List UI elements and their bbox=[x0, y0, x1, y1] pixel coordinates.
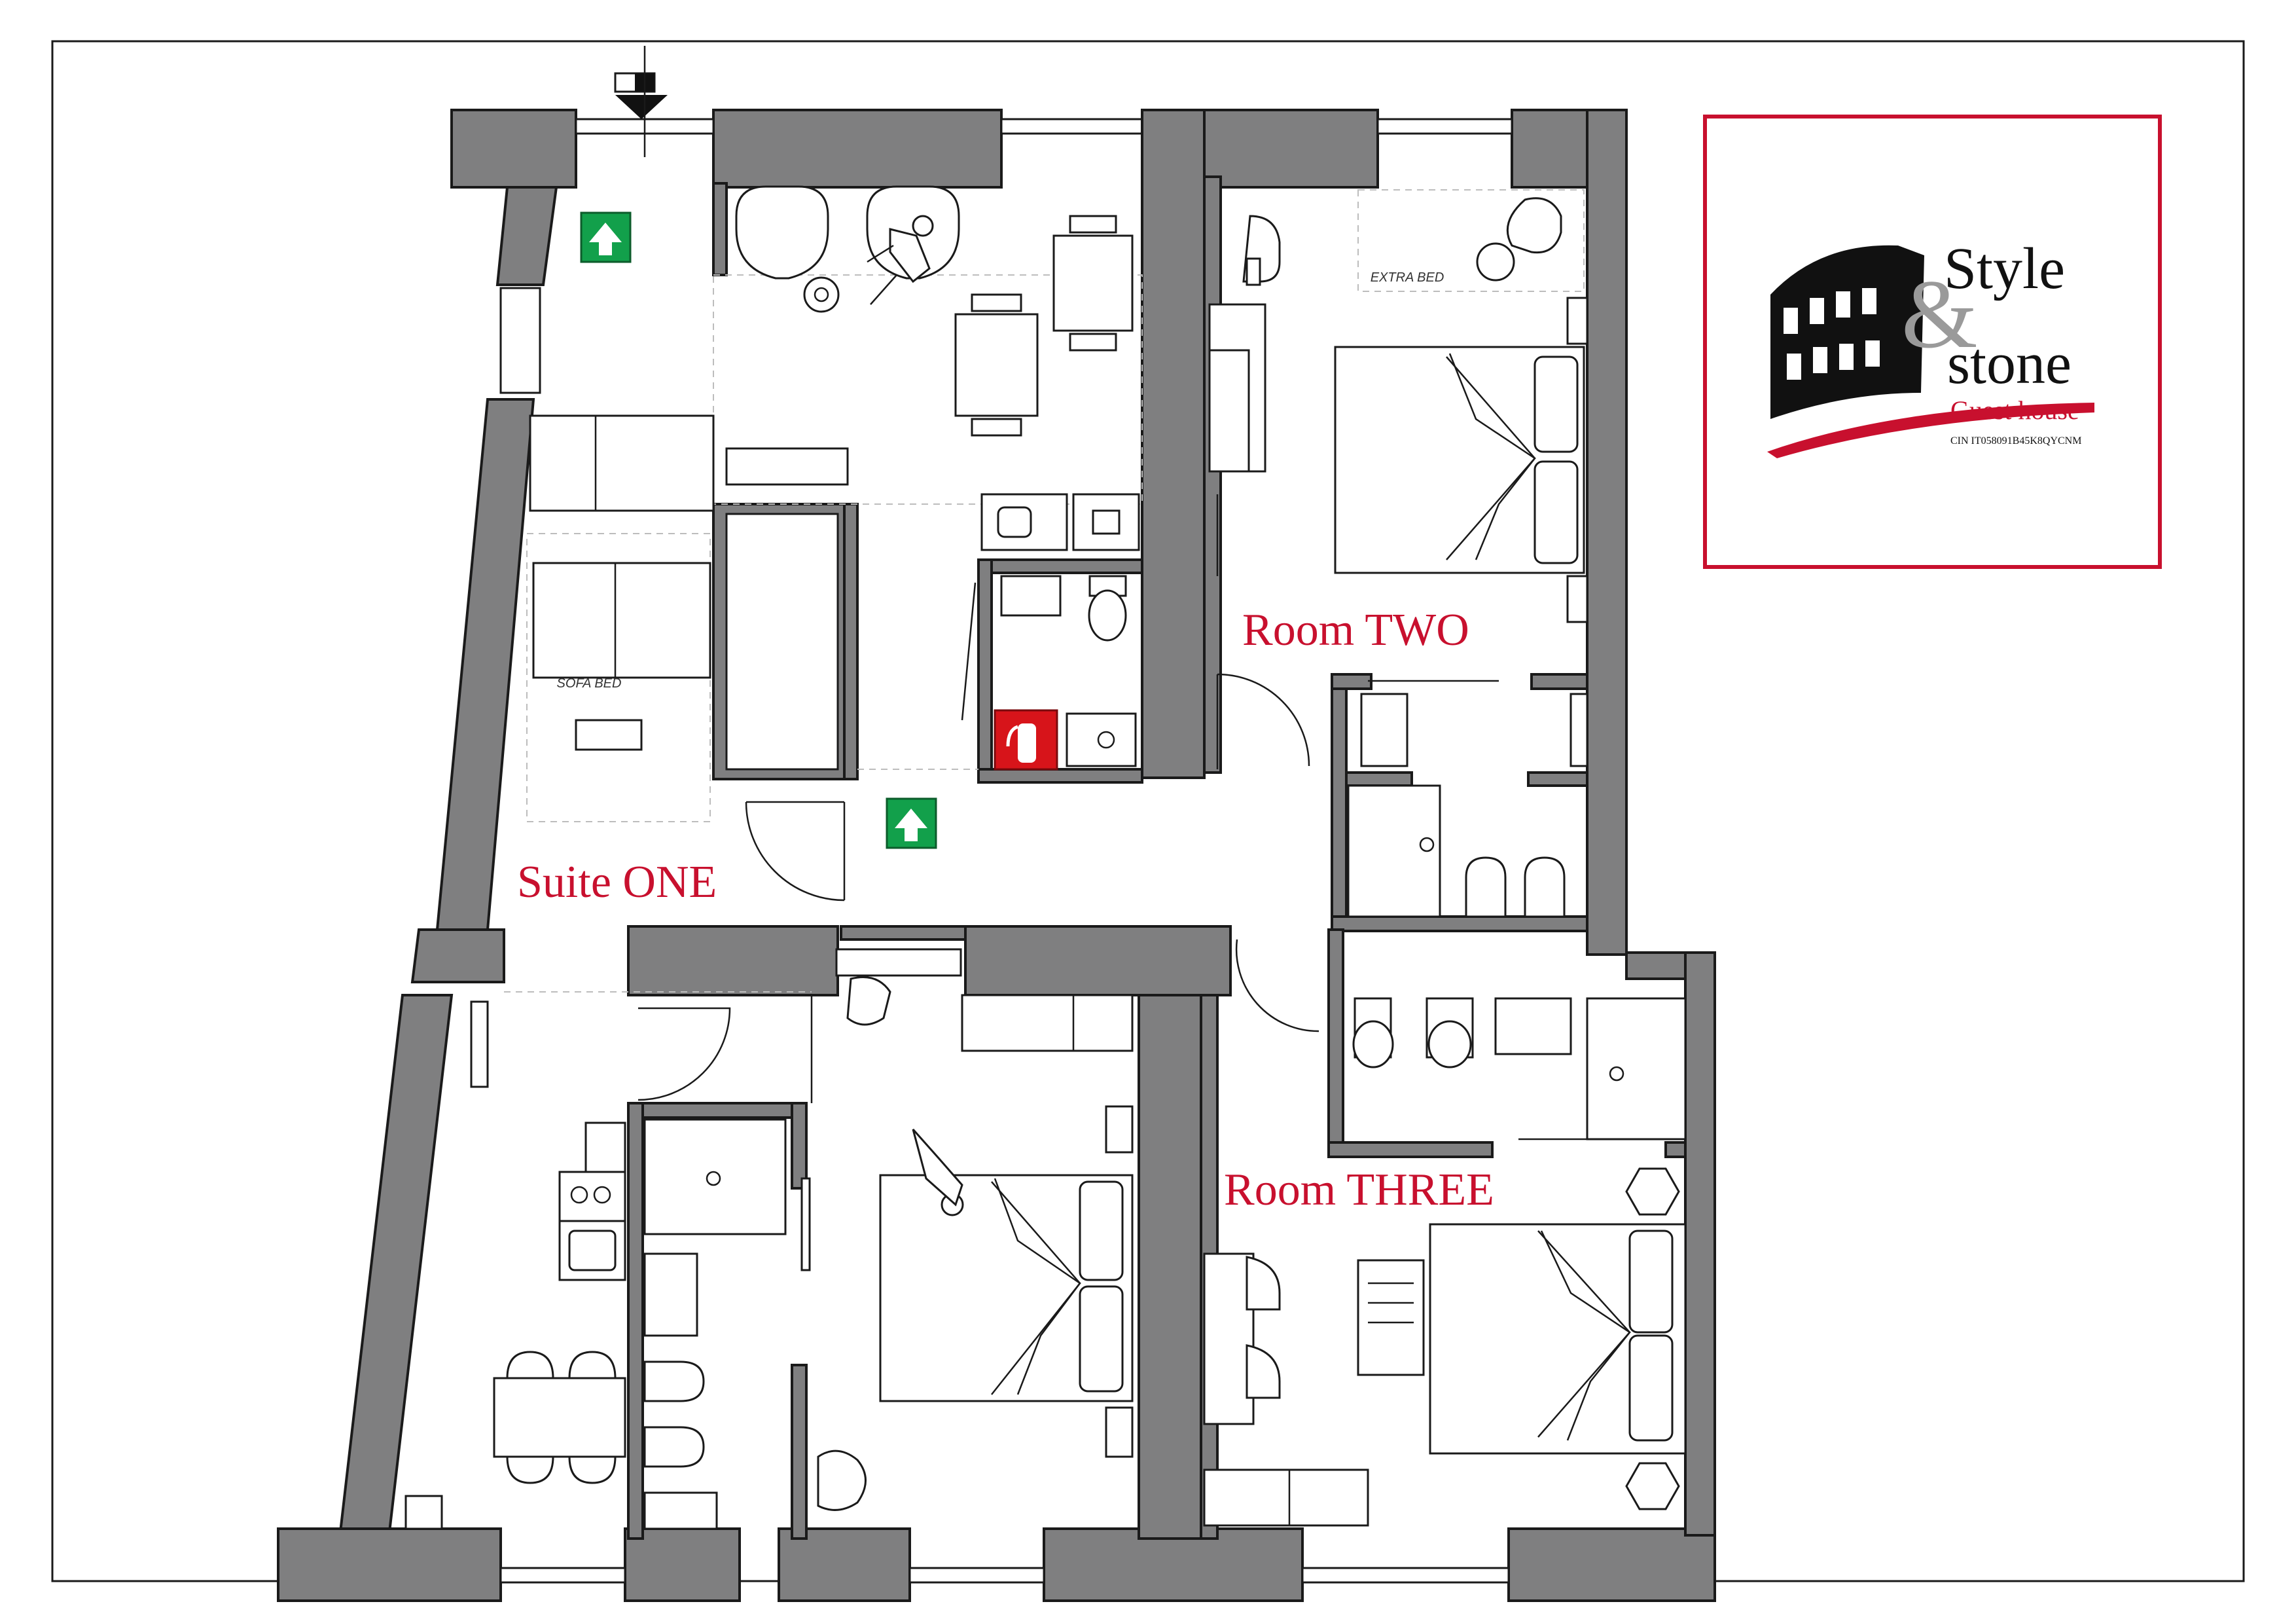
fire-extinguisher-icon bbox=[994, 709, 1058, 771]
logo-line-2: stone bbox=[1947, 331, 2072, 396]
toilet-icon bbox=[643, 1426, 705, 1468]
person-figure-icon bbox=[912, 1129, 964, 1216]
armchair-icon bbox=[846, 976, 891, 1026]
logo-line-1: Style bbox=[1944, 236, 2065, 301]
armchair-icon bbox=[866, 185, 960, 280]
logo-ampersand: & bbox=[1901, 260, 1978, 369]
side-table-icon bbox=[1476, 242, 1515, 282]
room-label-suite-one: Suite ONE bbox=[517, 857, 717, 907]
logo-box: & Style stone Guest house CIN IT058091B4… bbox=[1703, 115, 2162, 569]
sofa-bed-label: SOFA BED bbox=[557, 676, 622, 691]
emergency-exit-icon bbox=[580, 211, 632, 263]
shower-tray bbox=[1586, 997, 1687, 1140]
room-label-room-two: Room TWO bbox=[1242, 605, 1469, 655]
logo-code: CIN IT058091B45K8QYCNM bbox=[1950, 435, 2081, 447]
room-label-room-three: Room THREE bbox=[1224, 1165, 1494, 1215]
staircase-icon bbox=[614, 46, 668, 157]
armchair-icon bbox=[735, 185, 829, 280]
room-three-furniture bbox=[1203, 939, 1687, 1527]
dining-table bbox=[954, 313, 1039, 417]
shower-tray bbox=[1066, 712, 1137, 767]
bidet-icon bbox=[643, 1360, 705, 1402]
side-table-icon bbox=[803, 276, 840, 313]
armchair-icon bbox=[817, 1450, 867, 1511]
coffee-table bbox=[575, 719, 643, 751]
door-swing bbox=[1235, 939, 1319, 1032]
shower-tray bbox=[643, 1118, 787, 1235]
person-figure-icon bbox=[867, 215, 934, 305]
desk-chair-icon bbox=[1246, 1344, 1281, 1399]
bidet-icon bbox=[1465, 856, 1507, 918]
colosseum-icon bbox=[1767, 245, 2094, 458]
lower-apartment-furniture bbox=[404, 948, 1134, 1530]
door-swing bbox=[1217, 673, 1310, 767]
armchair-icon bbox=[1506, 197, 1562, 254]
logo-subtitle: Guest house bbox=[1950, 395, 2079, 425]
dining-table bbox=[493, 1377, 626, 1458]
desk-chair-icon bbox=[1246, 1256, 1281, 1311]
nightstand bbox=[1625, 1167, 1680, 1216]
toilet-icon bbox=[1524, 856, 1566, 918]
room-two-furniture: EXTRA BED bbox=[1208, 197, 1588, 918]
door-swing bbox=[637, 1007, 731, 1101]
desk bbox=[1203, 1252, 1255, 1425]
sofa-bed bbox=[529, 414, 715, 512]
cooktop bbox=[558, 1171, 626, 1222]
walls bbox=[277, 109, 1716, 1602]
dining-table bbox=[1052, 234, 1134, 332]
extra-bed-label: EXTRA BED bbox=[1371, 270, 1444, 285]
suite-one-furniture: SOFA BED bbox=[529, 185, 1140, 902]
emergency-exit-icon bbox=[886, 797, 937, 849]
nightstand bbox=[1625, 1462, 1680, 1510]
